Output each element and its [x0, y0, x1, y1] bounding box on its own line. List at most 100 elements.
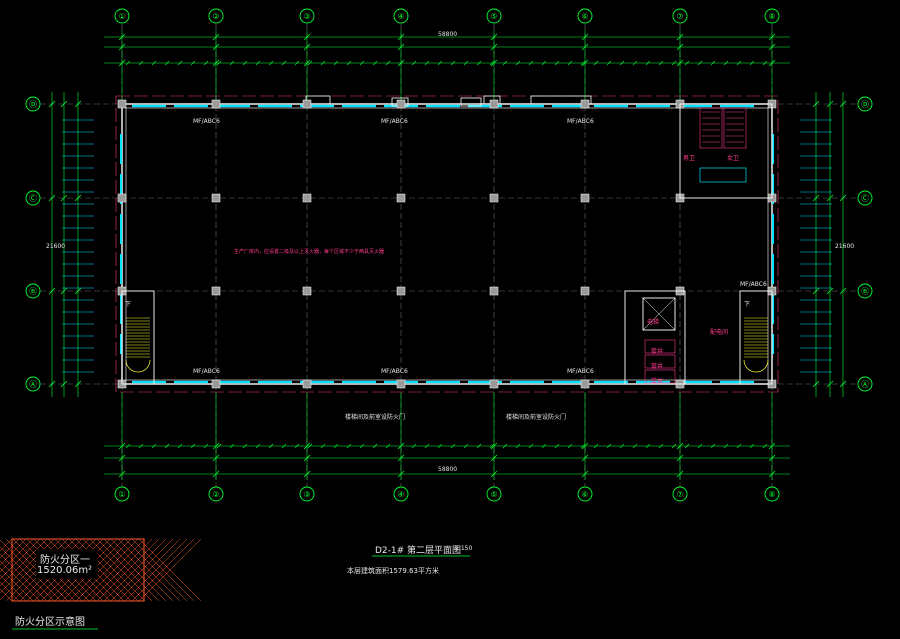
- drawing-scale: 1:150: [455, 545, 473, 552]
- door-tag: MF/ABC6: [381, 368, 408, 375]
- dimension-tick: [411, 443, 417, 449]
- grid-bubble: [393, 486, 409, 502]
- structural-column: [580, 193, 590, 203]
- dimension-tick: [307, 60, 313, 66]
- grid-bubble-label: ③: [303, 490, 310, 499]
- area-note: 本层建筑面积1579.63平方米: [347, 567, 439, 575]
- structural-column: [302, 379, 312, 389]
- structural-column: [117, 193, 127, 203]
- door-tag: MF/ABC6: [193, 368, 220, 375]
- dimension-tick: [826, 100, 834, 108]
- dimension-tick: [812, 194, 820, 202]
- depth-dimension-left: 21600: [46, 243, 66, 250]
- grid-bubble-label: ⑤: [490, 12, 497, 21]
- grid-bubble: [25, 283, 41, 299]
- dimension-tick: [359, 443, 365, 449]
- shaft-room: [644, 339, 676, 354]
- dimension-tick: [60, 194, 68, 202]
- grid-bubble-label: ④: [397, 490, 404, 499]
- stair-enclosure: [739, 290, 773, 385]
- interior-wall-line: [125, 107, 769, 381]
- dimension-tick: [424, 443, 430, 449]
- dimension-tick: [684, 443, 690, 449]
- grid-bubble: [857, 190, 873, 206]
- structural-column: [302, 193, 312, 203]
- dimension-tick: [593, 443, 599, 449]
- hatch-line: [110, 538, 174, 602]
- dimension-tick: [826, 380, 834, 388]
- hatch-line: [0, 581, 20, 602]
- dimension-tick: [203, 443, 209, 449]
- dimension-tick: [138, 60, 144, 66]
- grid-bubble-label: ①: [118, 12, 125, 21]
- grid-bubble: [299, 8, 315, 24]
- dimension-tick: [242, 443, 248, 449]
- dimension-tick: [619, 443, 625, 449]
- dimension-tick: [74, 380, 82, 388]
- dimension-tick: [190, 60, 196, 66]
- dimension-tick: [658, 443, 664, 449]
- dimension-tick: [749, 60, 755, 66]
- dimension-tick: [567, 60, 573, 66]
- structural-column: [489, 193, 499, 203]
- dimension-tick: [450, 60, 456, 66]
- hatch-line: [117, 538, 181, 602]
- grid-bubble: [393, 8, 409, 24]
- structural-column: [489, 379, 499, 389]
- dimension-tick: [476, 443, 482, 449]
- dimension-tick: [385, 443, 391, 449]
- washroom-stalls: [723, 107, 747, 149]
- hatch-line: [0, 560, 41, 602]
- elevator-shaft: [642, 297, 676, 331]
- structural-column: [580, 379, 590, 389]
- facade-projection: [530, 95, 592, 105]
- dimension-tick: [74, 194, 82, 202]
- dimension-tick: [606, 60, 612, 66]
- structural-column: [489, 99, 499, 109]
- dimension-tick: [294, 443, 300, 449]
- shaft-label: 管井: [651, 363, 664, 370]
- structural-column: [489, 286, 499, 296]
- elevator-label: 电梯: [647, 319, 660, 326]
- shaft-room: [644, 354, 676, 369]
- dimension-tick: [839, 287, 847, 295]
- structural-column: [211, 99, 221, 109]
- hatch-line: [0, 553, 48, 602]
- stair-landing: [743, 359, 769, 373]
- dimension-tick: [541, 443, 547, 449]
- dimension-tick: [268, 443, 274, 449]
- washroom-stalls: [699, 107, 723, 149]
- dimension-tick: [60, 100, 68, 108]
- grid-bubble: [208, 8, 224, 24]
- dimension-tick: [60, 287, 68, 295]
- dimension-lines: [48, 30, 847, 480]
- grid-bubble: [857, 283, 873, 299]
- dimension-tick: [320, 60, 326, 66]
- hatch-line: [0, 538, 27, 566]
- dimension-tick: [812, 380, 820, 388]
- dimension-tick: [346, 443, 352, 449]
- grid-bubble: [486, 486, 502, 502]
- grid-bubble-label: Ⓓ: [29, 100, 37, 109]
- grid-bubble: [764, 486, 780, 502]
- dimension-tick: [671, 443, 677, 449]
- shaft-room: [644, 369, 676, 384]
- dimension-tick: [606, 443, 612, 449]
- grid-bubble: [25, 96, 41, 112]
- grid-bubble-label: Ⓒ: [861, 194, 869, 203]
- dimension-tick: [710, 60, 716, 66]
- callout-note: 楼梯间及前室设防火门: [345, 414, 406, 421]
- dimension-tick: [710, 443, 716, 449]
- elevator-cross: [642, 297, 676, 331]
- dimension-tick: [48, 194, 56, 202]
- dimension-tick: [164, 60, 170, 66]
- legend-caption: 防火分区示意图: [15, 617, 85, 628]
- dimension-tick: [74, 100, 82, 108]
- dimension-tick: [125, 443, 131, 449]
- grid-bubble-label: ⑤: [490, 490, 497, 499]
- dimension-tick: [580, 443, 586, 449]
- legend-zone-name: 防火分区一: [40, 555, 90, 566]
- dimension-tick: [580, 60, 586, 66]
- dimension-tick: [489, 443, 495, 449]
